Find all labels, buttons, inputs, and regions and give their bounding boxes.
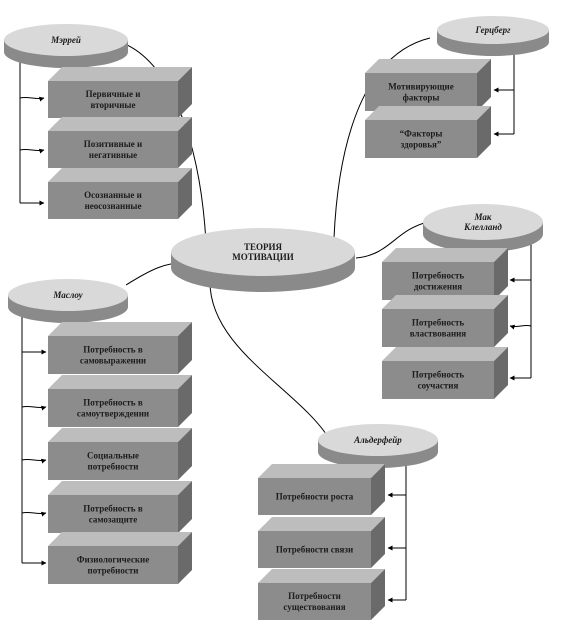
alderfer-box-1: Потребности связи — [258, 517, 385, 568]
maslow-box-3-label: самозащите — [89, 515, 137, 525]
mcclelland-box-0-label: Потребность — [412, 271, 465, 281]
maslow-bracket — [21, 305, 47, 566]
connector-herzberg — [333, 37, 431, 239]
herzberg-box-1-label: здоровья” — [401, 140, 442, 150]
maslow-box-4-label: Физиологические — [77, 555, 149, 565]
murray-box-0-label: Первичные и — [86, 89, 141, 99]
murray-bracket — [19, 52, 45, 206]
murray-box-1-label: негативные — [89, 150, 137, 160]
maslow-box-3-label: Потребность в — [83, 504, 143, 514]
maslow-box-2-label: потребности — [88, 462, 139, 472]
herzberg-box-0-label: Мотивирующие — [388, 82, 453, 92]
ellipse-mcclelland-label: Клелланд — [463, 222, 502, 232]
mcclelland-box-1-label: властвования — [410, 329, 467, 339]
herzberg-bracket — [493, 50, 515, 137]
mcclelland-bracket — [509, 240, 532, 381]
ellipse-alderfer: Альдерфейр — [318, 424, 438, 468]
ellipse-mcclelland-label: Мак — [474, 212, 492, 222]
ellipse-murray: Мэррей — [4, 24, 128, 68]
murray-box-2-label: Осознанные и — [84, 190, 142, 200]
maslow-box-1-label: Потребность в — [83, 398, 143, 408]
ellipse-murray-label: Мэррей — [50, 35, 81, 45]
herzberg-box-0-label: факторы — [403, 93, 440, 103]
ellipse-maslow: Маслоу — [8, 279, 128, 323]
alderfer-box-1-label: Потребности связи — [276, 545, 353, 555]
center-ellipse-label: ТЕОРИЯ — [244, 242, 283, 252]
maslow-box-4-label: потребности — [88, 566, 139, 576]
murray-box-0-label: вторичные — [91, 100, 136, 110]
maslow-box-0-label: Потребность в — [83, 345, 143, 355]
mcclelland-box-2-label: Потребность — [412, 370, 465, 380]
ellipse-herzberg: Герцберг — [437, 16, 549, 56]
ellipse-herzberg-label: Герцберг — [475, 25, 512, 35]
mcclelland-box-1-label: Потребность — [412, 318, 465, 328]
connector-alderfer — [209, 281, 331, 441]
alderfer-box-2-label: существования — [283, 602, 345, 612]
alderfer-bracket — [387, 462, 407, 603]
alderfer-box-0-label: Потребности роста — [276, 492, 354, 502]
ellipse-alderfer-label: Альдерфейр — [353, 435, 402, 445]
mcclelland-box-2-label: соучастия — [418, 381, 459, 391]
herzberg-box-1-label: “Факторы — [400, 129, 443, 139]
alderfer-box-2-label: Потребности — [288, 591, 341, 601]
ellipse-maslow-label: Маслоу — [52, 290, 83, 300]
connector-mcclelland — [355, 221, 429, 259]
murray-box-1-label: Позитивные и — [84, 139, 142, 149]
maslow-box-2-label: Социальные — [87, 451, 139, 461]
center-ellipse-label: МОТИВАЦИИ — [232, 252, 293, 262]
maslow-box-0-label: самовыражении — [80, 356, 146, 366]
alderfer-box-0: Потребности роста — [258, 464, 385, 515]
mcclelland-box-0-label: достижения — [414, 282, 462, 292]
maslow-box-1-label: самоутверждении — [77, 409, 149, 419]
murray-box-2-label: неосознанные — [85, 201, 142, 211]
